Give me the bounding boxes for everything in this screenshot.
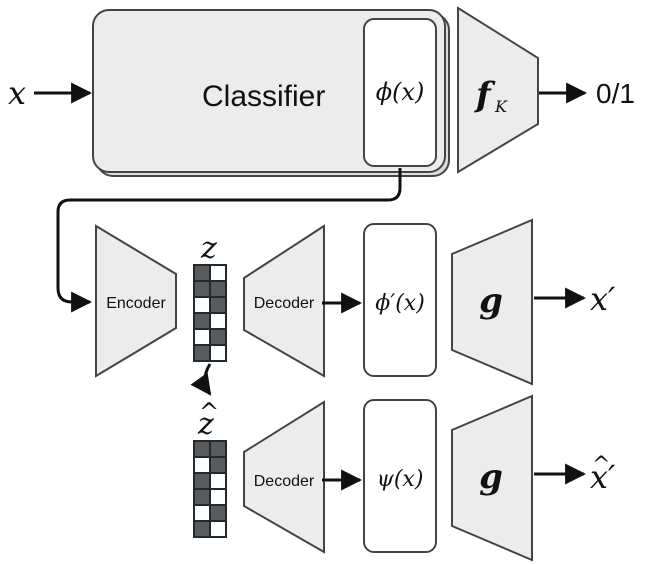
psi-box bbox=[363, 399, 437, 553]
latent-cell bbox=[193, 344, 211, 362]
latent-cell bbox=[209, 504, 227, 522]
latent-cell bbox=[193, 328, 211, 346]
generator-g-bottom: g bbox=[479, 457, 503, 497]
output-x-prime: x′ bbox=[590, 280, 616, 318]
generator-g-top: g bbox=[479, 281, 503, 321]
latent-cell bbox=[209, 440, 227, 458]
phi-symbol: ϕ bbox=[376, 78, 392, 106]
latent-z-label: z bbox=[200, 231, 217, 266]
latent-cell bbox=[193, 472, 211, 490]
psi-argument: (x) bbox=[394, 467, 424, 492]
latent-cell bbox=[193, 504, 211, 522]
latent-zhat-grid bbox=[193, 440, 227, 538]
phi-feature-label: ϕ(x) bbox=[376, 78, 425, 106]
latent-cell bbox=[193, 440, 211, 458]
latent-cell bbox=[193, 296, 211, 314]
encoder-block bbox=[95, 224, 177, 378]
decoder-label-bottom: Decoder bbox=[254, 473, 315, 490]
output-xhat-hat: ^ bbox=[592, 453, 610, 478]
phi-feature-box bbox=[363, 18, 437, 167]
latent-cell bbox=[209, 488, 227, 506]
latent-cell bbox=[193, 280, 211, 298]
latent-cell bbox=[209, 520, 227, 538]
fk-subscript: K bbox=[494, 97, 508, 116]
phi-prime-argument: (x) bbox=[395, 291, 425, 316]
phi-to-encoder-connector bbox=[56, 168, 402, 313]
phi-prime-symbol: ϕ′ bbox=[375, 291, 395, 316]
latent-cell bbox=[193, 456, 211, 474]
phi-prime-label: ϕ′(x) bbox=[375, 291, 425, 316]
latent-cell bbox=[209, 472, 227, 490]
decoder-block-bottom bbox=[243, 400, 325, 554]
generator-block-top bbox=[451, 218, 533, 386]
psi-symbol: ψ bbox=[377, 467, 395, 492]
decoder-label-top: Decoder bbox=[254, 295, 315, 312]
phi-argument: (x) bbox=[392, 78, 424, 106]
latent-cell bbox=[193, 488, 211, 506]
latent-cell bbox=[209, 328, 227, 346]
generator-block-bottom bbox=[451, 394, 533, 562]
fk-head-block bbox=[457, 6, 539, 174]
fk-symbol: f bbox=[474, 75, 496, 115]
decoder-block-top bbox=[243, 224, 325, 378]
phi-prime-box bbox=[363, 223, 437, 377]
latent-cell bbox=[209, 344, 227, 362]
classifier-block bbox=[92, 9, 446, 173]
latent-cell bbox=[209, 456, 227, 474]
latent-cell bbox=[209, 296, 227, 314]
latent-cell bbox=[193, 312, 211, 330]
classifier-label: Classifier bbox=[202, 80, 325, 113]
latent-cell bbox=[209, 280, 227, 298]
latent-zhat-label: z bbox=[197, 407, 214, 442]
latent-perturb-arrow bbox=[190, 363, 212, 396]
latent-cell bbox=[209, 264, 227, 282]
latent-z-grid bbox=[193, 264, 227, 362]
latent-cell bbox=[193, 264, 211, 282]
encoder-label: Encoder bbox=[106, 295, 166, 312]
latent-cell bbox=[209, 312, 227, 330]
output-xhat-prime: x′ bbox=[590, 458, 616, 496]
psi-label: ψ(x) bbox=[377, 467, 424, 492]
latent-cell bbox=[193, 520, 211, 538]
latent-zhat-hat: ^ bbox=[199, 398, 219, 426]
fk-output-label: 0/1 bbox=[596, 78, 635, 109]
input-x-label: x bbox=[8, 74, 26, 112]
